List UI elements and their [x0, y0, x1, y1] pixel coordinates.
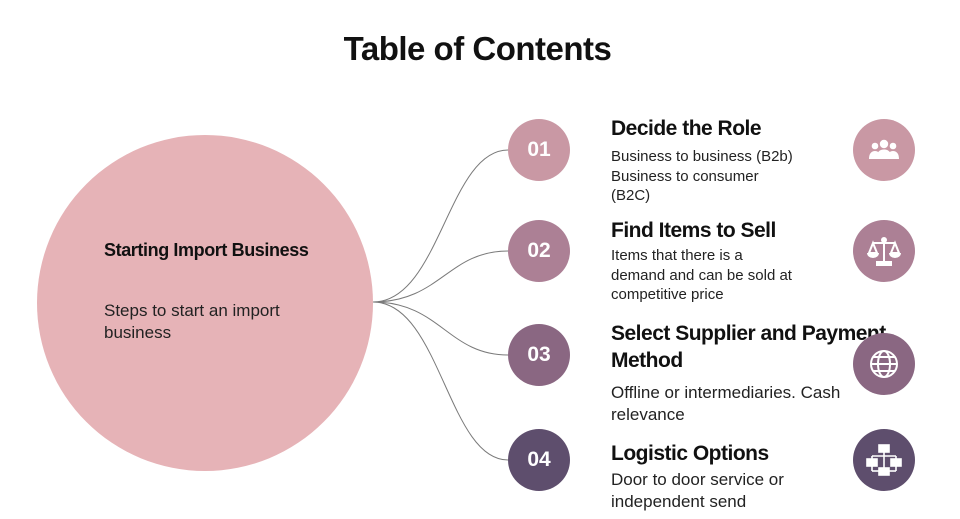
- step-number-03: 03: [508, 324, 570, 386]
- connector-line-03: [372, 301, 509, 356]
- connector-line-01: [372, 149, 509, 303]
- center-subtitle: Steps to start an import business: [104, 301, 280, 342]
- step-number-04: 04: [508, 429, 570, 491]
- step-title-01: Decide the Role: [611, 117, 762, 140]
- step-title-02: Find Items to Sell: [611, 219, 776, 242]
- step-icon-02: [853, 220, 915, 282]
- step-desc-04: Door to door service or independent send: [611, 470, 784, 511]
- step-title-04: Logistic Options: [611, 442, 769, 465]
- step-number-02: 02: [508, 220, 570, 282]
- step-icon-03: [853, 333, 915, 395]
- step-desc-02: Items that there is a demand and can be …: [611, 247, 792, 303]
- connector-line-02: [372, 250, 509, 303]
- page-title: Table of Contents: [343, 30, 612, 67]
- network-hierarchy-icon: [866, 444, 902, 476]
- step-number-01: 01: [508, 119, 570, 181]
- step-desc-03: Offline or intermediaries. Cash relevanc…: [611, 383, 841, 424]
- step-desc-01: Business to business (B2b) Business to c…: [611, 148, 793, 204]
- balance-scale-icon: [867, 237, 901, 266]
- center-circle: [37, 135, 373, 471]
- people-group-icon: [869, 139, 899, 159]
- step-title-03: Select Supplier and Payment Method: [611, 322, 886, 372]
- step-icon-01: [853, 119, 915, 181]
- center-title: Starting Import Business: [104, 240, 309, 260]
- connector-line-04: [372, 301, 509, 461]
- globe-icon: [870, 350, 898, 378]
- step-icon-04: [853, 429, 915, 491]
